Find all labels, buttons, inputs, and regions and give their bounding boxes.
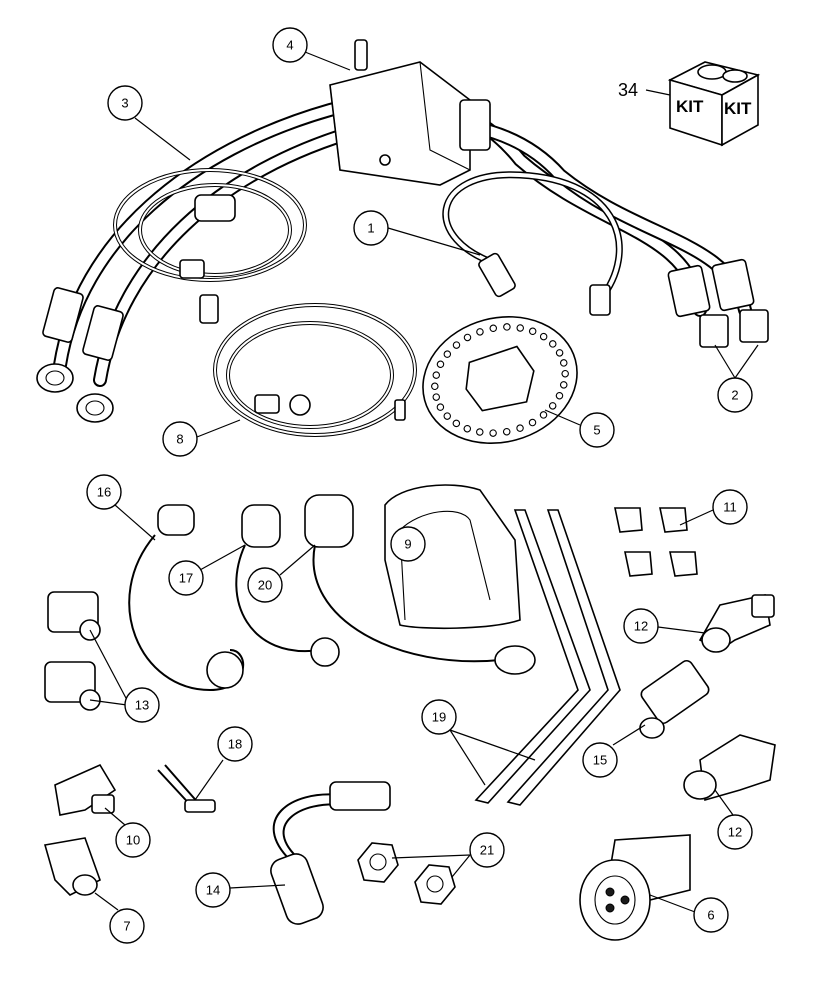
callout-8: 8: [162, 421, 198, 457]
callout-4: 4: [272, 27, 308, 63]
svg-text:12: 12: [634, 619, 648, 634]
tone-wheel-hole: [539, 411, 548, 419]
svg-text:12: 12: [728, 825, 742, 840]
callout-11: 11: [712, 489, 748, 525]
tone-wheel-hole: [436, 360, 445, 369]
tone-wheel-hole: [443, 412, 451, 420]
tone-wheel-hole: [555, 391, 564, 400]
tone-wheel-hole: [559, 381, 568, 389]
tone-wheel-hole: [528, 418, 537, 427]
kit-box: KIT KIT 34: [618, 61, 761, 147]
tone-wheel-hole: [561, 369, 569, 378]
callout-12-bottom: 12: [717, 814, 753, 850]
tone-wheel-hole: [476, 328, 484, 336]
callout-7: 7: [109, 908, 145, 944]
svg-text:14: 14: [206, 883, 220, 898]
callout-13: 13: [124, 687, 160, 723]
tone-wheel-hole: [452, 341, 461, 349]
part-8-wire-harness: [213, 303, 417, 437]
part-12-elbow-top: [698, 594, 775, 653]
tone-wheel-hole: [548, 402, 557, 410]
tone-wheel-hole: [432, 393, 440, 401]
tone-wheel-hole: [443, 350, 452, 358]
tone-wheel-hole: [503, 323, 511, 331]
part-10-fitting: [54, 763, 117, 816]
kit-face-right-label: KIT: [724, 99, 752, 118]
part-4-valve-block: [329, 39, 491, 186]
part-13-adapters: [44, 591, 101, 711]
tone-wheel-hole: [516, 424, 524, 432]
tone-wheel-hole: [463, 333, 472, 342]
callouts: 1 2 3 4 5 6: [86, 27, 759, 944]
callout-6: 6: [693, 897, 729, 933]
tone-wheel-hole: [463, 424, 472, 433]
part-9-pad: [384, 484, 521, 630]
callout-20: 20: [247, 567, 283, 603]
part-1-hose: [442, 171, 623, 316]
svg-text:8: 8: [176, 432, 183, 447]
kit-number-label: 34: [618, 80, 638, 100]
callout-18: 18: [217, 726, 253, 762]
callout-10: 10: [115, 822, 151, 858]
part-19-cable-ties: [474, 509, 621, 806]
svg-text:10: 10: [126, 833, 140, 848]
tone-wheel-hole: [431, 382, 439, 391]
callout-5: 5: [579, 412, 615, 448]
tone-wheel-hole: [539, 332, 548, 341]
tone-wheel-hole: [452, 419, 461, 428]
svg-text:19: 19: [432, 710, 446, 725]
callout-3: 3: [107, 85, 143, 121]
svg-text:7: 7: [123, 919, 130, 934]
svg-text:15: 15: [593, 753, 607, 768]
svg-text:21: 21: [480, 843, 494, 858]
callout-9: 9: [390, 526, 426, 562]
part-12-elbow-bottom: [683, 734, 776, 802]
tone-wheel-hole: [549, 340, 557, 348]
svg-text:13: 13: [135, 698, 149, 713]
part-3-wire-harness: [113, 168, 307, 324]
callout-1: 1: [353, 210, 389, 246]
part-5-tone-wheel: [422, 316, 578, 444]
svg-text:9: 9: [404, 537, 411, 552]
svg-text:11: 11: [723, 500, 737, 515]
callout-17: 17: [168, 560, 204, 596]
tone-wheel-hole: [555, 349, 564, 357]
callout-21: 21: [469, 832, 505, 868]
callout-16: 16: [86, 474, 122, 510]
part-7-fitting: [43, 837, 101, 896]
part-14-sensor: [270, 781, 391, 925]
svg-text:1: 1: [367, 221, 374, 236]
part-6-coupler: [579, 834, 691, 941]
svg-text:5: 5: [593, 423, 600, 438]
part-11-clamps: [614, 507, 698, 577]
callout-12-top: 12: [623, 608, 659, 644]
tone-wheel-hole: [528, 327, 537, 336]
part-18-pin: [157, 764, 216, 813]
dust-caps: [128, 494, 536, 692]
tone-wheel-hole: [436, 403, 445, 411]
tone-wheel-hole: [489, 429, 497, 437]
tone-wheel-hole: [476, 428, 484, 436]
kit-face-left-label: KIT: [676, 97, 704, 116]
svg-text:16: 16: [97, 485, 111, 500]
svg-text:4: 4: [286, 38, 293, 53]
tone-wheel-hole: [502, 427, 511, 436]
svg-text:18: 18: [228, 737, 242, 752]
tone-wheel-hole: [516, 324, 524, 332]
callout-15: 15: [582, 742, 618, 778]
callout-14: 14: [195, 872, 231, 908]
svg-text:3: 3: [121, 96, 128, 111]
callout-2: 2: [717, 377, 753, 413]
tone-wheel-hole: [560, 359, 568, 367]
svg-text:17: 17: [179, 571, 193, 586]
tone-wheel-hole: [489, 324, 498, 333]
svg-text:20: 20: [258, 578, 272, 593]
tone-wheel-hole: [432, 371, 441, 379]
svg-text:6: 6: [707, 908, 714, 923]
part-21-nuts: [357, 842, 456, 905]
svg-text:2: 2: [731, 388, 738, 403]
callout-19: 19: [421, 699, 457, 735]
part-15-fitting: [639, 659, 710, 739]
